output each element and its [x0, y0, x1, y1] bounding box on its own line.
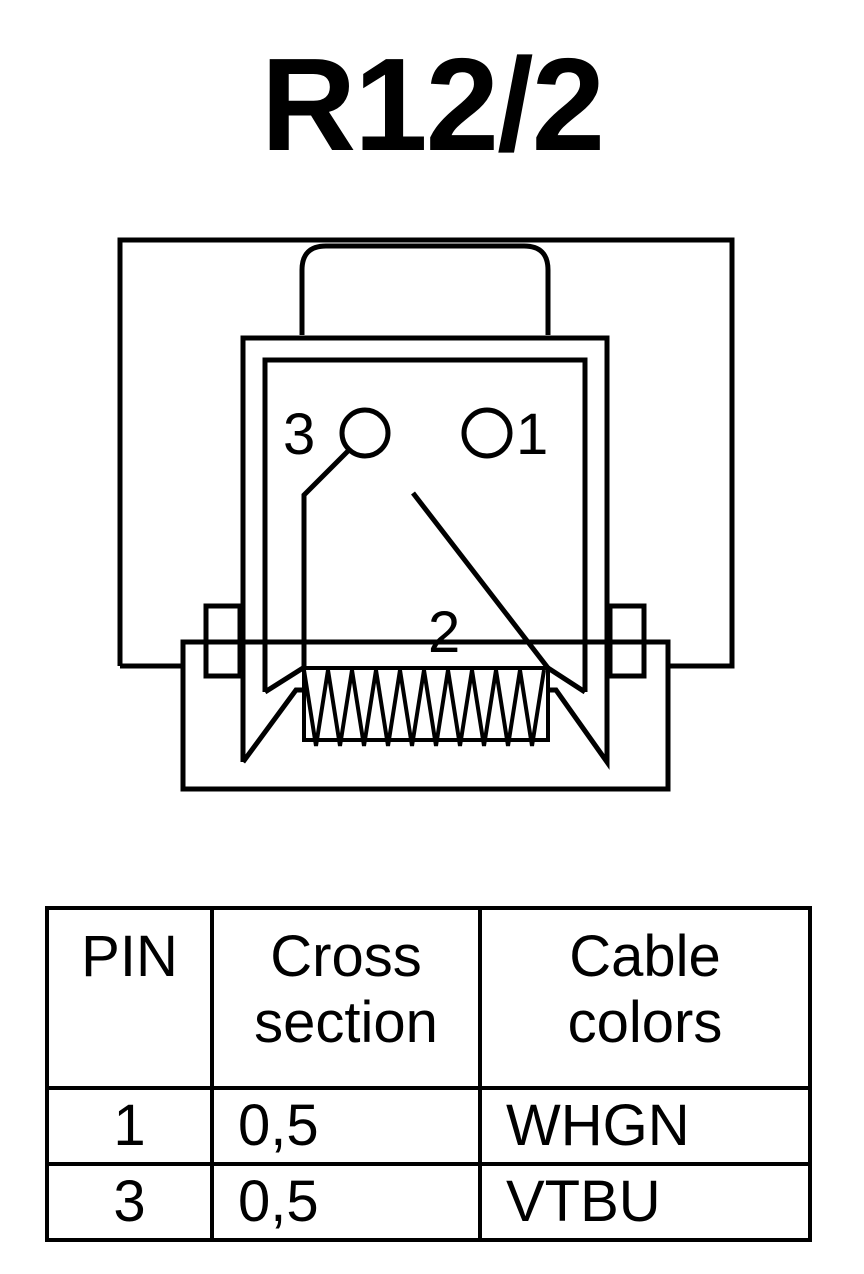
- spring-contact-coil: [302, 669, 546, 747]
- pin-2-label: 2: [428, 600, 460, 665]
- cell-cross-section: 0,5: [210, 1162, 482, 1242]
- top-latch: [299, 243, 551, 335]
- header-cable-colors: Cable colors: [478, 906, 812, 1090]
- pin-3-contact: [339, 407, 391, 459]
- pin-3-lead: [301, 448, 351, 668]
- connector-diagram: 3 1 2: [117, 237, 735, 792]
- base-plate: [180, 639, 671, 792]
- header-pin: PIN: [45, 906, 214, 1090]
- pin-2-lead: [411, 491, 550, 670]
- outer-housing: [117, 237, 735, 669]
- table-row: 1 0,5 WHGN: [45, 1086, 812, 1166]
- insert-frame-outer-left-taper: [240, 687, 305, 764]
- header-cross-section: Cross section: [210, 906, 482, 1090]
- cell-pin: 3: [45, 1162, 214, 1242]
- right-ear: [607, 603, 647, 679]
- pin-1-label: 1: [516, 402, 548, 467]
- table-row: 3 0,5 VTBU: [45, 1162, 812, 1242]
- cell-pin: 1: [45, 1086, 214, 1166]
- table-header-row: PIN Cross section Cable colors: [45, 906, 812, 1090]
- pin-3-label: 3: [283, 402, 315, 467]
- diagram-title: R12/2: [260, 31, 605, 178]
- insert-frame-outer: [240, 335, 610, 770]
- pin-assignment-table: PIN Cross section Cable colors 1 0,5 WHG…: [45, 906, 812, 1242]
- insert-inner-right-foot: [546, 665, 587, 695]
- cell-cable-color: VTBU: [478, 1162, 812, 1242]
- cell-cross-section: 0,5: [210, 1086, 482, 1166]
- spring-contact-frame: [302, 666, 550, 742]
- cell-cable-color: WHGN: [478, 1086, 812, 1166]
- insert-inner-left-foot: [263, 665, 305, 695]
- left-ear: [203, 603, 243, 679]
- insert-frame-inner: [262, 357, 588, 692]
- pin-1-contact: [461, 407, 513, 459]
